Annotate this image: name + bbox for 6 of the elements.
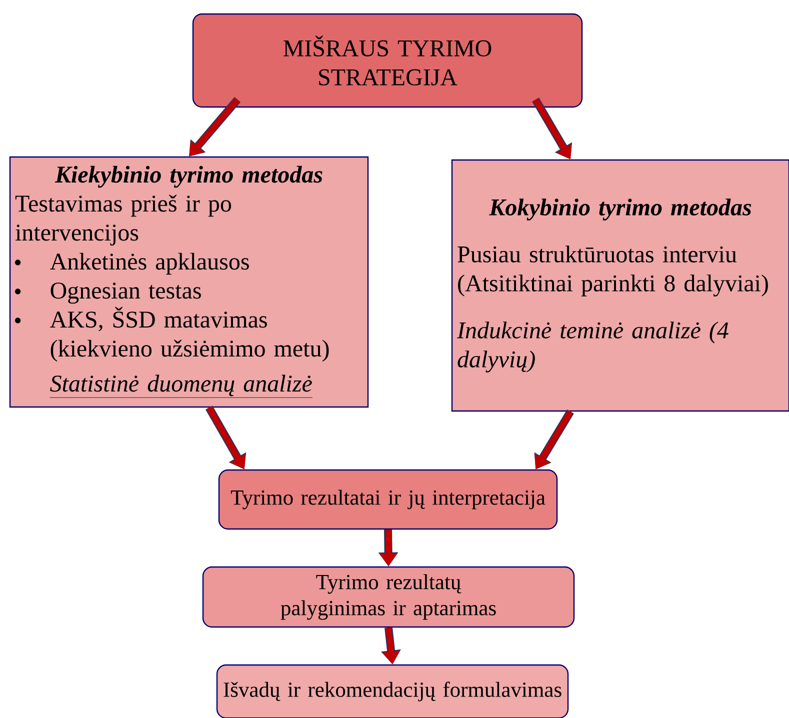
process-box: Tyrimo rezultatų palyginimas ir aptarimas [202,566,575,628]
process-box: MIŠRAUS TYRIMO STRATEGIJA [192,13,583,108]
process-box: Tyrimo rezultatai ir jų interpretacija [218,469,558,530]
process-box: Kiekybinio tyrimo metodas Testavimas prieš ir po intervencijos Anketinės apklausos Ognesian testas AKS, ŠSD matavimas (kiekvieno užsiėmimo metu) Statistinė duomenų analizė [9,156,369,408]
process-box: Kokybinio tyrimo metodas Pusiau struktūruotas interviu (Atsitiktinai parinkti 8 dalyviai) Indukcinė teminė analizė (4 dalyvių) [451,159,789,412]
process-box: Išvadų ir rekomendacijų formulavimas [216,664,569,718]
